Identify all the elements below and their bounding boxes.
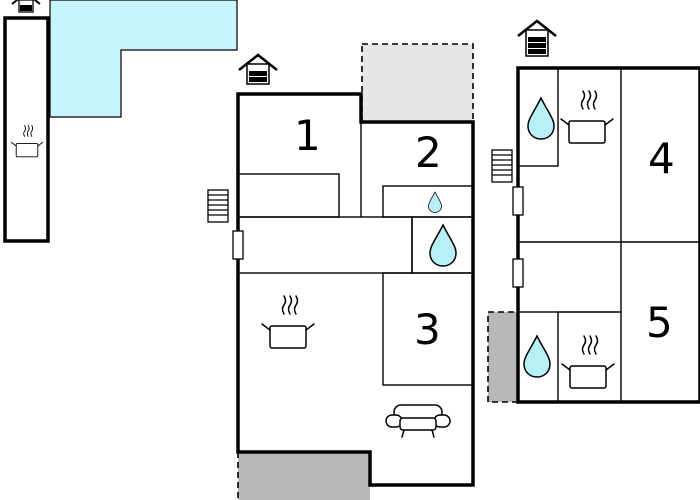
middle-house-entrance-icon [237,53,279,86]
right-upper-cooking-pot-icon [560,90,614,144]
right-lower-water-drop-icon [523,335,551,378]
right-terrace [487,311,519,403]
right-window-upper-icon [512,186,524,216]
right-house-entrance-icon [517,19,557,57]
room-number-5: 5 [646,298,673,347]
middle-small-water-drop-icon [428,191,442,213]
middle-stairs-icon [207,189,229,223]
right-stairs-icon [491,149,513,183]
right-window-lower-icon [512,258,524,288]
left-annex-pot-icon [10,125,44,158]
room-number-3: 3 [414,305,441,354]
room-number-2: 2 [415,128,442,177]
room-number-4: 4 [648,134,675,183]
right-lower-cooking-pot-icon [561,335,615,389]
right-building-partitions [517,67,700,403]
middle-building-outer-wall [236,92,475,487]
middle-building-partitions [237,122,474,386]
left-house-entrance-icon [11,0,41,13]
middle-cooking-pot-icon [261,295,315,349]
middle-window-icon [232,230,244,260]
room-number-1: 1 [294,111,321,160]
middle-bottom-terrace [238,452,370,500]
pool-area [49,0,238,118]
left-annex-wall [3,16,50,243]
middle-top-terrace [361,43,474,123]
right-upper-water-drop-icon [527,97,555,140]
sofa-icon [385,404,451,438]
middle-water-drop-icon [429,224,457,267]
